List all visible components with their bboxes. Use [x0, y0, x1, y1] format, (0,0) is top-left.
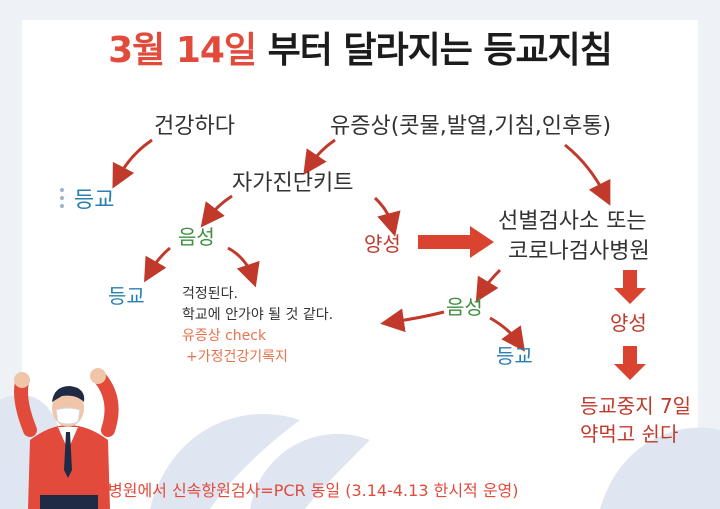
arrow-neg2-to-worry	[380, 308, 445, 333]
footer-note: 병원에서 신속항원검사=PCR 동일 (3.14-4.13 한시적 운영)	[108, 481, 519, 500]
node-clinic-line1: 선별검사소 또는	[498, 209, 647, 234]
node-symptoms: 유증상(콧물,발열,기침,인후통)	[330, 114, 612, 139]
node-go-school-2: 등교	[108, 284, 145, 308]
arrow-neg1-to-school	[144, 246, 171, 283]
worry-line-3: 유증상 check	[182, 328, 267, 344]
node-negative-1: 음성	[178, 225, 215, 249]
node-healthy: 건강하다	[154, 114, 235, 139]
arrow-kit-to-negative	[200, 194, 233, 228]
big-arrow-clinic-to-positive	[614, 270, 646, 304]
node-stop-line2: 약먹고 쉰다	[580, 422, 679, 446]
node-go-school-3: 등교	[496, 344, 533, 368]
big-arrow-positive-to-clinic	[418, 226, 494, 258]
node-go-school-1: 등교	[74, 188, 115, 213]
node-clinic-line2: 코로나검사병원	[508, 239, 650, 264]
card-background	[22, 20, 698, 509]
arrow-neg2-to-school	[489, 316, 525, 352]
title-date: 3월 14일	[108, 30, 257, 71]
arrow-neg1-to-worry	[227, 246, 260, 288]
worry-line-1: 걱정된다.	[182, 286, 238, 302]
arrow-symptoms-to-clinic	[564, 143, 611, 206]
worry-line-4: +가정건강기록지	[186, 349, 288, 365]
page-title: 3월 14일 부터 달라지는 등교지침	[0, 33, 720, 69]
node-negative-2: 음성	[446, 295, 483, 319]
arrow-symptoms-to-kit	[303, 138, 336, 175]
arrow-healthy-to-school	[112, 138, 153, 189]
node-positive-1: 양성	[364, 232, 401, 256]
big-arrow-positive-to-stop	[614, 346, 646, 380]
arrow-clinic-to-neg2	[475, 268, 502, 303]
title-rest: 부터 달라지는 등교지침	[267, 30, 613, 71]
node-positive-2: 양성	[610, 311, 647, 335]
worry-line-2: 학교에 안가야 될 것 같다.	[182, 307, 334, 323]
arrow-kit-to-positive	[373, 196, 401, 237]
node-self-test-kit: 자가진단키트	[232, 171, 354, 196]
node-stop-line1: 등교중지 7일	[580, 394, 692, 418]
